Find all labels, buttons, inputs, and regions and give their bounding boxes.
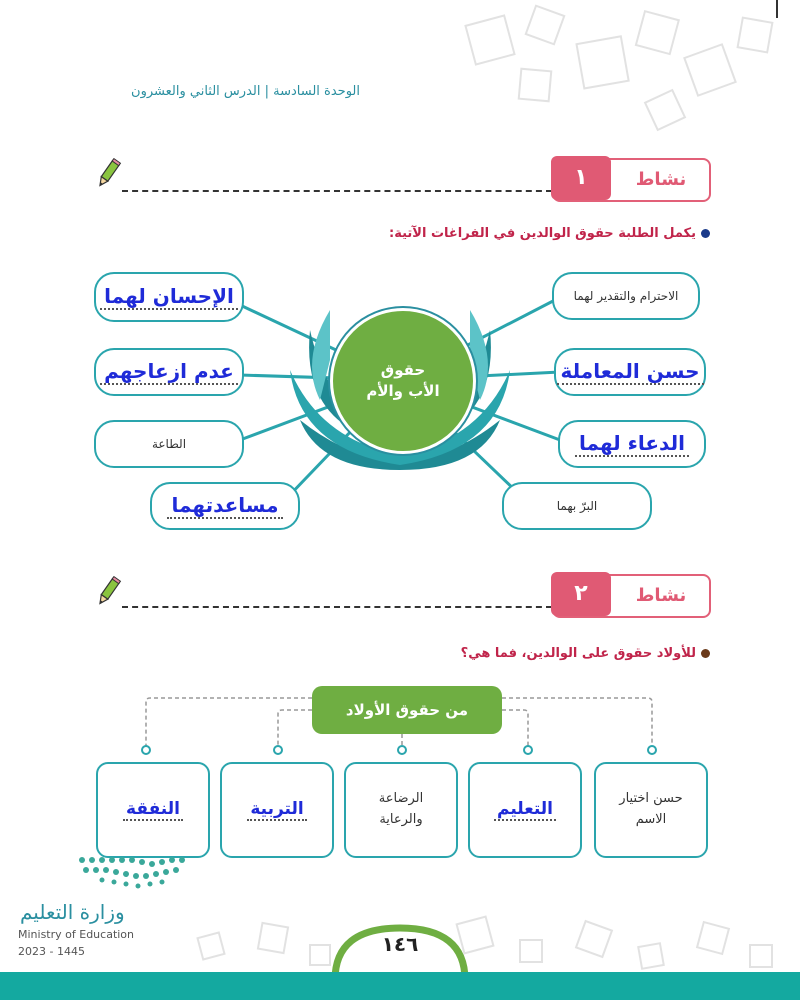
right-pill-3-text: الدعاء لهما: [575, 431, 689, 457]
child-right-card-4-text: التربية: [247, 799, 307, 821]
activity2-instruction-text: للأولاد حقوق على الوالدين، فما هي؟: [460, 646, 696, 661]
bullet-icon: [701, 229, 710, 238]
left-pill-4-text: مساعدتهما: [167, 493, 283, 519]
edition-year: 2023 - 1445: [18, 945, 85, 958]
activity1-badge: ١ نشاط: [551, 156, 711, 202]
left-pill-2: عدم ازعاجهم: [94, 348, 244, 396]
page-footer-band: [0, 924, 800, 1000]
connector-ring: [273, 745, 283, 755]
child-right-card-2-text: التعليم: [494, 799, 556, 821]
activity2-instruction: للأولاد حقوق على الوالدين، فما هي؟: [300, 646, 710, 661]
right-pill-1: الاحترام والتقدير لهما: [552, 272, 700, 320]
children-rights-root: من حقوق الأولاد: [312, 686, 502, 734]
mindmap-center: حقوق الأب والأم: [330, 308, 476, 454]
left-pill-1: الإحسان لهما: [94, 272, 244, 322]
activity1-number: ١: [551, 156, 611, 200]
unit-lesson-header: الوحدة السادسة | الدرس الثاني والعشرون: [131, 84, 360, 99]
connector-ring: [647, 745, 657, 755]
activity2-dashed-line: [122, 606, 552, 608]
right-pill-2-text: حسن المعاملة: [556, 359, 704, 385]
pencil-icon: [99, 576, 122, 605]
left-pill-3: الطاعة: [94, 420, 244, 468]
activity1-label: نشاط: [635, 169, 687, 190]
activity1-instruction-text: يكمل الطلبة حقوق الوالدين في الفراغات ال…: [389, 226, 696, 241]
connector-ring: [397, 745, 407, 755]
activity1-instruction: يكمل الطلبة حقوق الوالدين في الفراغات ال…: [300, 226, 710, 241]
pencil-icon: [99, 158, 122, 187]
child-right-card-4: التربية: [220, 762, 334, 858]
tree-connectors: [145, 697, 653, 750]
right-pill-3: الدعاء لهما: [558, 420, 706, 468]
left-pill-2-text: عدم ازعاجهم: [100, 359, 238, 385]
child-right-card-2: التعليم: [468, 762, 582, 858]
ministry-name-ar: وزارة التعليم: [20, 900, 125, 924]
child-right-card-3: الرضاعة والرعاية: [344, 762, 458, 858]
right-pill-2: حسن المعاملة: [554, 348, 706, 396]
page-number: ١٤٦: [381, 932, 419, 956]
activity2-badge: ٢ نشاط: [551, 572, 711, 618]
activity2-label: نشاط: [635, 585, 687, 606]
ministry-name-en: Ministry of Education: [18, 928, 135, 941]
bullet-icon: [701, 649, 710, 658]
right-pill-4: البرّ بهما: [502, 482, 652, 530]
connector-ring: [523, 745, 533, 755]
ministry-logo-icon: [79, 857, 185, 889]
center-line1: حقوق: [380, 361, 426, 379]
activity2-number: ٢: [551, 572, 611, 616]
center-line2: الأب والأم: [366, 382, 440, 400]
activity1-dashed-line: [122, 190, 552, 192]
left-pill-1-text: الإحسان لهما: [100, 284, 238, 310]
child-right-card-1: حسن اختيار الاسم: [594, 762, 708, 858]
connector-ring: [141, 745, 151, 755]
child-right-card-5: النفقة: [96, 762, 210, 858]
left-pill-4: مساعدتهما: [150, 482, 300, 530]
child-right-card-5-text: النفقة: [123, 799, 183, 821]
